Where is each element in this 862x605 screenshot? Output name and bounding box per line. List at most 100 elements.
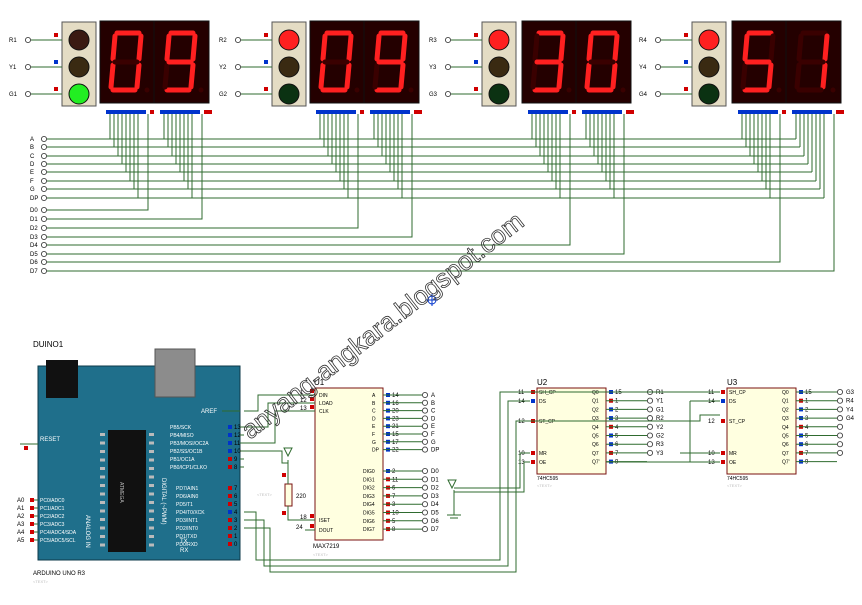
yellow-lamp <box>278 56 300 78</box>
pin-state-marker <box>282 511 286 515</box>
digit-select-wire <box>47 114 571 246</box>
seven-seg-digit: 1 <box>785 20 842 114</box>
digit-select-wire <box>47 114 835 272</box>
arduino-to-u2-ds <box>244 400 530 567</box>
segment-b <box>190 33 198 62</box>
shift-pin-num: 12 <box>708 419 715 425</box>
shift-pin-name: DS <box>539 399 547 405</box>
bus-label-a: A <box>30 137 34 143</box>
resistor-value: 220 <box>296 494 307 500</box>
shift-pin-num: 7 <box>615 451 619 457</box>
chip-leg <box>149 543 154 547</box>
resistor-wire <box>287 506 305 521</box>
u2-mr-wire <box>454 452 530 489</box>
bus-label-c: C <box>30 154 35 160</box>
shift-pin-num: 9 <box>805 460 809 466</box>
power-arrow <box>283 447 293 458</box>
bus-label-d4: D4 <box>30 243 38 249</box>
net-label: D2 <box>431 486 439 492</box>
arduino-model: ARDUINO UNO R3 <box>33 571 86 577</box>
light-terminal <box>234 63 242 71</box>
shift-pin-name: ST_CP <box>539 419 556 425</box>
arduino-to-u1-clk <box>244 410 305 444</box>
pin-state-marker <box>228 449 232 453</box>
u1-pin-num: 21 <box>392 424 399 430</box>
segment-dp <box>198 87 204 93</box>
pin-state-marker <box>150 110 154 114</box>
shift-pin-num: 15 <box>615 390 622 396</box>
bus-label-e: E <box>30 170 34 176</box>
net-label: R4 <box>846 399 854 405</box>
shift-pin-num: 13 <box>708 460 715 466</box>
segment-e <box>318 62 326 90</box>
bus-label-d6: D6 <box>30 260 38 266</box>
seven-seg-digit: 0 <box>99 20 156 114</box>
pin-state-marker <box>264 87 268 91</box>
bus-label-d7: D7 <box>30 269 38 275</box>
bus-terminal-b <box>40 143 48 151</box>
shift-pin-name: Q5 <box>782 434 789 440</box>
u1-pin-num: 18 <box>300 515 307 521</box>
pin-state-marker <box>30 522 34 526</box>
pin-state-marker <box>30 538 34 542</box>
u1-pin-name: A <box>372 393 376 399</box>
net-label: B <box>431 401 435 407</box>
max7219-body <box>314 387 384 541</box>
u1-pin-num: 12 <box>300 398 307 404</box>
shift-text-placeholder: <TEXT> <box>537 483 553 488</box>
shift-pin-num: 6 <box>615 442 619 448</box>
net-terminal <box>421 484 429 491</box>
net-label: G2 <box>656 434 665 440</box>
shift-pin-name: MR <box>539 451 547 457</box>
net-terminal <box>836 388 844 396</box>
chip-leg <box>149 509 154 513</box>
chip-leg <box>149 484 154 487</box>
segment-e <box>162 62 170 90</box>
digit-pin-strip <box>792 110 832 114</box>
digital-pin-name: PD4/T0/XCK <box>176 510 205 516</box>
bus-terminal-a <box>40 135 48 143</box>
chip-leg <box>149 475 154 479</box>
light-label-g4: G4 <box>639 92 648 98</box>
segment-dp <box>408 87 414 93</box>
pin-state-marker <box>310 397 314 401</box>
pin-state-marker <box>228 457 232 461</box>
shift-pin-num: 12 <box>518 419 525 425</box>
u1-pin-name: DP <box>372 448 380 454</box>
u1-pin-num: 16 <box>392 401 399 407</box>
bus-terminal-d <box>40 160 48 168</box>
pin-state-marker <box>30 506 34 510</box>
shift-pin-num: 3 <box>805 416 809 422</box>
bus-label-d0: D0 <box>30 208 38 214</box>
digital-pin-name: PB1/OC1A <box>170 457 195 463</box>
u1-pin-name: LOAD <box>319 401 333 407</box>
net-terminal <box>421 415 429 422</box>
segment-f <box>374 33 382 62</box>
pin-state-marker <box>310 514 314 518</box>
net-label: D7 <box>431 527 439 533</box>
pin-state-marker <box>30 514 34 518</box>
pin-state-marker <box>30 530 34 534</box>
segment-dp <box>144 87 150 93</box>
net-terminal <box>836 423 844 430</box>
segment-e <box>740 62 748 90</box>
pin-state-marker <box>228 534 232 538</box>
shift-pin-name: SH_CP <box>729 390 746 396</box>
u1-pin-num: 3 <box>392 502 396 508</box>
iset-resistor <box>284 483 293 507</box>
pin-state-marker <box>24 446 28 450</box>
light-terminal <box>444 36 452 44</box>
net-label: F <box>431 432 435 438</box>
analog-pin-name: PC2/ADC2 <box>40 514 65 520</box>
chip-leg <box>149 492 154 496</box>
segment-e <box>108 62 116 90</box>
pin-state-marker <box>54 60 58 64</box>
red-lamp <box>488 29 510 51</box>
u1-pin-num: 13 <box>300 406 307 412</box>
bus-terminal-c <box>40 152 48 160</box>
digital-pin-name: PD3/INT1 <box>176 518 198 524</box>
resistor-text-placeholder: <TEXT> <box>257 492 273 497</box>
digit-pin-strip <box>738 110 778 114</box>
bus-label-g: G <box>30 187 35 193</box>
